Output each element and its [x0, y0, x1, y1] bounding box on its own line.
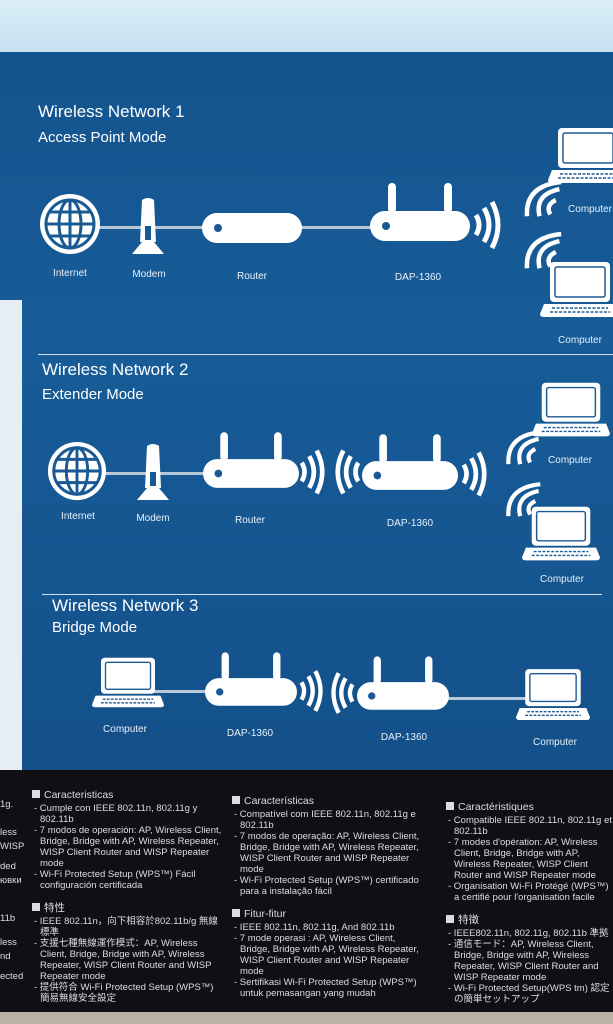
diagram-panel — [0, 52, 613, 774]
fragment: less — [0, 937, 17, 948]
features-column-fr-ja: Caractéristiques - Compatible IEEE 802.1… — [446, 802, 613, 1006]
network-1-mode: Access Point Mode — [38, 129, 167, 146]
fragment: nd — [0, 951, 11, 962]
feature-item: - Compatible IEEE 802.11n, 802.11g et 80… — [448, 815, 612, 837]
feature-item: - Wi-Fi Protected Setup(WPS tm) 認定の簡単セット… — [448, 983, 610, 1005]
feature-item: - Sertifikasi Wi-Fi Protected Setup (WPS… — [234, 977, 417, 999]
laptop-icon — [516, 668, 590, 722]
connection-line — [150, 690, 230, 693]
label-internet: Internet — [61, 511, 95, 522]
fragment: ded — [0, 861, 16, 872]
feature-item: - Compatível com IEEE 802.11n, 802.11g e… — [234, 809, 416, 831]
wireless-waves-icon — [298, 668, 324, 714]
modem-icon — [133, 442, 173, 502]
globe-icon — [38, 192, 102, 256]
wireless-waves-icon — [460, 450, 488, 498]
feature-item: - 7 modos de operação: AP, Wireless Clie… — [234, 831, 420, 875]
feature-item: - 通信モード：AP, Wireless Client, Bridge, Bri… — [448, 939, 599, 983]
wireless-waves-icon — [334, 448, 362, 496]
features-heading: Fitur-fitur — [232, 909, 428, 920]
laptop-icon — [548, 128, 613, 184]
wireless-waves-icon — [330, 670, 356, 716]
features-heading: 特性 — [32, 903, 222, 914]
label-dap: DAP-1360 — [386, 518, 434, 529]
features-heading: Características — [232, 796, 428, 807]
network-3-title: Wireless Network 3 — [52, 596, 199, 615]
label-computer: Computer — [103, 724, 147, 735]
feature-item: - IEEE 802.11n，向下相容於802.11b/g 無線標準 — [34, 916, 218, 938]
fragment: less — [0, 827, 17, 838]
label-computer: Computer — [533, 737, 577, 748]
features-heading: Caracteristicas — [32, 790, 222, 801]
feature-item: - IEEE 802.11n, 802.11g, And 802.11b — [234, 922, 395, 933]
laptop-icon — [522, 506, 600, 562]
router-icon — [203, 432, 299, 490]
modem-icon — [128, 196, 168, 256]
features-heading: 特徴 — [446, 915, 613, 926]
divider — [38, 354, 613, 355]
surface — [0, 1012, 613, 1024]
network-3-mode: Bridge Mode — [52, 619, 138, 636]
features-cut-column: 1g. less WISP ded ювки 11b less nd ected — [0, 798, 26, 984]
feature-item: - 7 mode operasi : AP, Wireless Client, … — [234, 933, 419, 977]
box-edge — [0, 300, 22, 770]
label-computer: Computer — [548, 455, 592, 466]
connection-line — [430, 697, 530, 700]
label-router: Router — [236, 271, 268, 282]
laptop-icon — [532, 382, 610, 438]
fragment: 1g. — [0, 799, 14, 810]
label-dap: DAP-1360 — [226, 728, 274, 739]
label-dap: DAP-1360 — [394, 272, 442, 283]
laptop-icon — [92, 656, 164, 710]
wireless-waves-icon — [298, 448, 326, 496]
fragment: 11b — [0, 913, 16, 924]
laptop-icon — [540, 262, 613, 318]
feature-item: - 7 modes d'opération: AP, Wireless Clie… — [448, 837, 598, 881]
feature-item: - 支援七種無線運作模式：AP, Wireless Client, Bridge… — [34, 938, 212, 982]
network-1-title: Wireless Network 1 — [38, 102, 185, 121]
label-dap: DAP-1360 — [380, 732, 428, 743]
features-heading: Caractéristiques — [446, 802, 613, 813]
dap-1360-icon — [370, 183, 470, 243]
network-2-mode: Extender Mode — [42, 386, 144, 403]
feature-item: - 7 modos de operación: AP, Wireless Cli… — [34, 825, 222, 869]
feature-item: - Cumple con IEEE 802.11n, 802.11g y 802… — [34, 803, 198, 825]
network-2-title: Wireless Network 2 — [42, 360, 189, 379]
label-computer: Computer — [540, 574, 584, 585]
dap-1360-icon — [205, 652, 297, 708]
wall-background — [0, 0, 613, 56]
dap-1360-icon — [362, 434, 458, 492]
globe-icon — [46, 440, 108, 502]
label-router: Router — [234, 515, 266, 526]
fragment: WISP — [0, 841, 25, 852]
label-internet: Internet — [53, 268, 87, 279]
wireless-waves-icon — [472, 200, 502, 250]
dap-1360-icon — [357, 656, 449, 712]
fragment: ected — [0, 971, 24, 982]
feature-item: - 提供符合 Wi-Fi Protected Setup (WPS™) 簡易無線… — [34, 982, 214, 1004]
feature-item: - Wi-Fi Protected Setup (WPS™) Fácil con… — [34, 869, 196, 891]
feature-item: - Wi-Fi Protected Setup (WPS™) certifica… — [234, 875, 419, 897]
fragment: ювки — [0, 875, 22, 886]
label-modem: Modem — [132, 269, 166, 280]
feature-item: - IEEE802.11n, 802.11g, 802.11b 準拠 — [448, 928, 609, 939]
feature-item: - Organisation Wi-Fi Protégé (WPS™) a ce… — [448, 881, 609, 903]
label-computer: Computer — [568, 204, 612, 215]
label-modem: Modem — [136, 513, 170, 524]
connection-line — [77, 472, 257, 475]
divider — [42, 594, 602, 595]
router-icon — [202, 211, 302, 245]
wireless-waves-icon — [518, 180, 563, 220]
label-computer: Computer — [558, 335, 602, 346]
features-column-pt-id: Características - Compatível com IEEE 80… — [232, 796, 428, 1000]
features-column-es-zh: Caracteristicas - Cumple con IEEE 802.11… — [32, 790, 222, 1005]
